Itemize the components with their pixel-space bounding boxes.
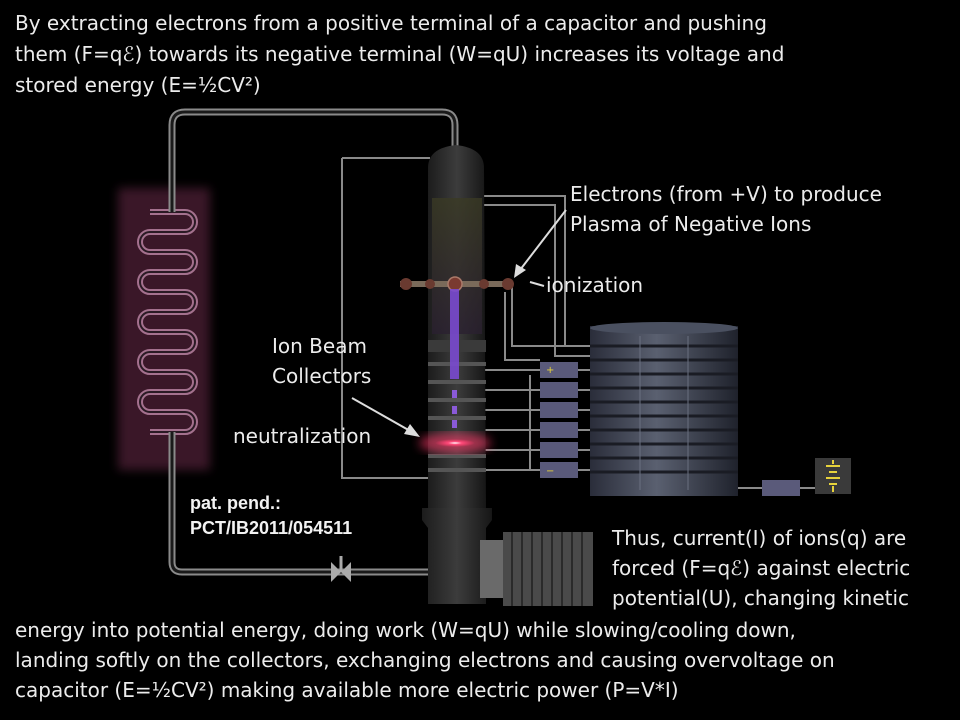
pump-motor [480, 532, 593, 606]
capacitor-plus-sign: + [546, 365, 554, 376]
neutralization-label: neutralization [233, 424, 372, 448]
right-text-line-1: Thus, current(I) of ions(q) are [612, 526, 907, 550]
neutralization-glow [419, 433, 491, 453]
wiring [341, 157, 815, 489]
intro-line-1: By extracting electrons from a positive … [15, 11, 767, 35]
electrons-label-line-2: Plasma of Negative Ions [570, 212, 812, 236]
right-text-line-3: potential(U), changing kinetic [612, 586, 910, 610]
right-text-line-2: forced (F=qℰ) against electric [612, 556, 911, 580]
circulation-pipe [168, 108, 459, 576]
collectors-label-line-2: Collectors [272, 364, 372, 388]
valve-icon [331, 556, 351, 582]
intro-line-3: stored energy (E=½CV²) [15, 73, 261, 97]
ion-beam [450, 289, 459, 428]
bottom-text-line-2: landing softly on the collectors, exchan… [15, 648, 835, 672]
ionizer [400, 276, 514, 292]
bottom-text-line-1: energy into potential energy, doing work… [15, 618, 796, 642]
bottom-text-line-3: capacitor (E=½CV²) making available more… [15, 678, 679, 702]
callout-arrows [351, 209, 567, 437]
capacitor-minus-sign: − [546, 466, 554, 477]
patent-label-line-2: PCT/IB2011/054511 [190, 518, 353, 538]
electrons-label-line-1: Electrons (from +V) to produce [570, 182, 882, 206]
capacitor-stack [540, 362, 578, 478]
output-module [762, 480, 800, 496]
patent-label-line-1: pat. pend.: [190, 493, 281, 513]
collectors-label-line-1: Ion Beam [272, 334, 367, 358]
storage-cylinder-bank [590, 322, 738, 496]
ionization-label: ionization [546, 273, 644, 297]
battery-icon [815, 458, 851, 494]
intro-line-2: them (F=qℰ) towards its negative termina… [15, 42, 785, 66]
heater-coil [118, 188, 210, 470]
